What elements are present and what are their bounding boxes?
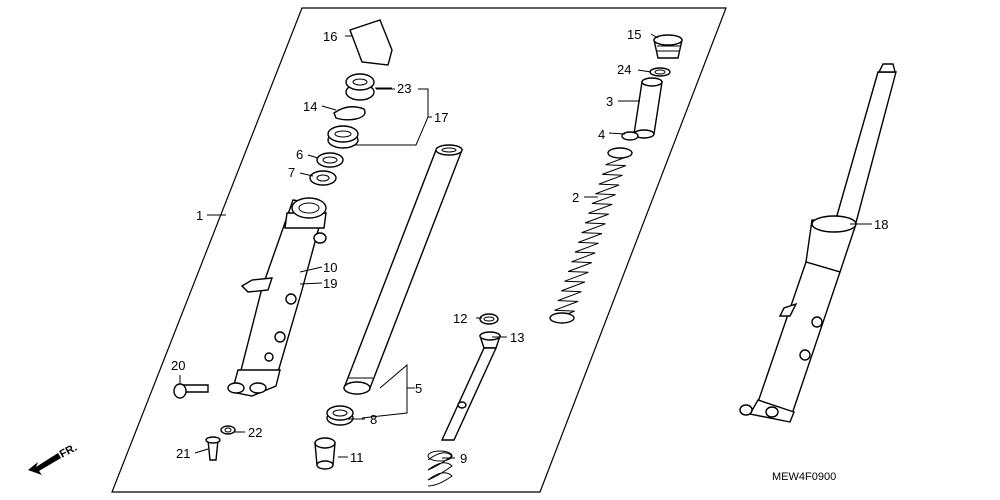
callout-18: 18: [874, 217, 888, 232]
callout-11: 11: [350, 450, 364, 465]
fork-pipe-part-5: [342, 144, 464, 395]
o-ring-part-24: [649, 67, 671, 77]
socket-bolt-part-20: [173, 383, 209, 399]
spring-seat-part-4: [621, 131, 639, 141]
fork-bolt-part-15: [653, 34, 683, 59]
front-direction-arrow-icon: [28, 453, 61, 475]
callout-10: 10: [323, 260, 337, 275]
callout-15: 15: [627, 27, 641, 42]
callout-19: 19: [323, 276, 337, 291]
assembly-group-frame: [111, 7, 727, 493]
front-direction-label: FR.: [58, 442, 79, 461]
diagram-code: MEW4F0900: [772, 471, 836, 483]
seal-set-part-17: [327, 125, 359, 149]
clip-part-14: [333, 106, 366, 121]
fork-piston-part-13: [479, 331, 501, 349]
callout-3: 3: [606, 94, 613, 109]
front-fork-assembly-part-18: [739, 63, 897, 423]
damper-rod: [440, 347, 498, 441]
bolt-part-21: [205, 436, 221, 461]
washer-part-22: [220, 425, 236, 435]
callout-8: 8: [370, 412, 377, 427]
washer-part-7: [309, 170, 337, 186]
callout-5: 5: [415, 381, 422, 396]
callout-14: 14: [303, 99, 317, 114]
callout-6: 6: [296, 147, 303, 162]
slide-bushing-part-8: [326, 405, 354, 426]
fork-spring-part-2: [549, 147, 633, 324]
oil-seal-part-23: [345, 73, 375, 101]
callout-16: 16: [323, 29, 337, 44]
fork-cap-cover-part-16: [349, 19, 393, 66]
rebound-spring-part-9: [427, 450, 453, 487]
callout-20: 20: [171, 358, 185, 373]
oil-lock-piece-part-11: [314, 437, 336, 470]
callout-9: 9: [460, 451, 467, 466]
piston-ring-part-12: [479, 313, 499, 325]
bushing-part-6: [316, 152, 344, 168]
callout-13: 13: [510, 330, 524, 345]
callout-1: 1: [196, 208, 203, 223]
callout-4: 4: [598, 127, 605, 142]
callout-23: 23: [397, 81, 411, 96]
callout-12: 12: [453, 311, 467, 326]
callout-7: 7: [288, 165, 295, 180]
callout-22: 22: [248, 425, 262, 440]
spring-collar-part-3: [633, 77, 663, 139]
callout-17: 17: [434, 110, 448, 125]
callout-21: 21: [176, 446, 190, 461]
callout-24: 24: [617, 62, 631, 77]
callout-2: 2: [572, 190, 579, 205]
leader-lines: [179, 33, 872, 459]
fork-slider-part-1: [227, 197, 327, 397]
